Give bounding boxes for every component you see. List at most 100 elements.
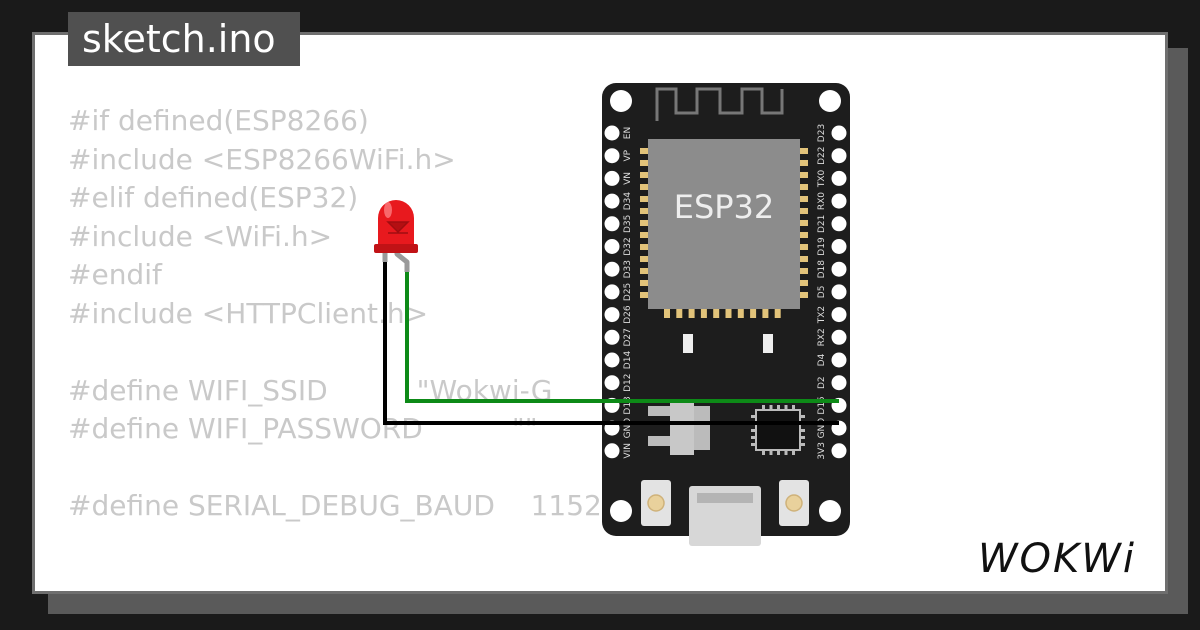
chip-pad [713, 309, 720, 318]
pin-label-d13: D13 [623, 396, 633, 414]
chip-pad [799, 232, 808, 238]
pin-hole[interactable] [604, 193, 620, 209]
esp32-chip [648, 139, 800, 309]
qfn-pad [801, 429, 805, 432]
pin-hole[interactable] [831, 443, 847, 459]
pin-hole[interactable] [604, 375, 620, 391]
chip-pad [640, 172, 649, 178]
pin-label-d25: D25 [623, 283, 633, 301]
pin-label-d14: D14 [623, 351, 633, 370]
pin-label-d23: D23 [817, 124, 827, 142]
chip-pad [640, 268, 649, 274]
pin-hole[interactable] [831, 329, 847, 345]
pin-hole[interactable] [604, 443, 620, 459]
chip-pad [640, 184, 649, 190]
mounting-hole [819, 500, 841, 522]
esp32-board[interactable]: ESP32 ENVPVND34D35D32D33D25D26D27D14D12D… [602, 83, 850, 546]
pin-hole[interactable] [831, 170, 847, 186]
pin-hole[interactable] [831, 239, 847, 254]
pin-label-tx0: TX0 [817, 169, 827, 188]
chip-pad [799, 280, 808, 286]
chip-pad [799, 196, 808, 202]
qfn-pad [769, 405, 773, 409]
mounting-hole [819, 90, 841, 112]
pin-header-left: ENVPVND34D35D32D33D25D26D27D14D12D13GNDV… [604, 125, 633, 459]
pin-hole[interactable] [831, 216, 847, 232]
qfn-pad [801, 436, 805, 439]
code-line: #include <WiFi.h> [68, 219, 333, 253]
chip-pad [799, 148, 808, 154]
pin-hole[interactable] [604, 170, 620, 186]
wokwi-logo-text: WOKWi [978, 536, 1136, 582]
pin-hole[interactable] [831, 193, 847, 209]
qfn-pad [751, 436, 755, 439]
pin-label-d35: D35 [623, 215, 633, 233]
boot-button-cap [647, 494, 665, 512]
regulator-tab [694, 406, 710, 450]
pin-hole[interactable] [604, 239, 620, 254]
pin-label-d15: D15 [817, 396, 827, 414]
pin-hole[interactable] [604, 216, 620, 232]
chip-label: ESP32 [674, 188, 775, 226]
qfn-pad [792, 451, 795, 455]
qfn-pad [762, 451, 765, 455]
qfn-pad [769, 451, 773, 455]
chip-pad [799, 220, 808, 226]
chip-pad [799, 208, 808, 214]
red-led[interactable] [374, 200, 418, 272]
chip-pad [799, 184, 808, 190]
chip-pad [688, 309, 695, 318]
voltage-regulator [670, 401, 694, 455]
ground-wire[interactable] [383, 262, 839, 425]
usb-port [697, 493, 753, 503]
pin-label-rx0: RX0 [817, 192, 827, 210]
pin-label-d21: D21 [817, 215, 827, 233]
led-die [386, 221, 410, 234]
qfn-pad [777, 451, 780, 455]
pin-label-d33: D33 [623, 260, 633, 278]
pin-hole[interactable] [604, 352, 620, 368]
pin-label-d26: D26 [623, 305, 633, 324]
antenna-trace [655, 87, 784, 121]
pin-hole[interactable] [831, 352, 847, 368]
chip-pad [664, 309, 670, 318]
chip-pad [799, 268, 808, 274]
pin-hole[interactable] [831, 125, 847, 141]
pin-hole[interactable] [604, 261, 620, 277]
smd-component [683, 334, 693, 353]
smd-component [763, 334, 773, 353]
reset-button-cap [785, 494, 803, 512]
pin-label-vn: VN [623, 172, 633, 185]
qfn-pad [751, 443, 755, 446]
regulator-pin [648, 436, 670, 446]
code-line: #elif defined(ESP32) [68, 181, 359, 214]
pin-hole[interactable] [604, 307, 620, 323]
chip-pad [799, 172, 808, 178]
pin-hole[interactable] [604, 284, 620, 300]
pin-hole[interactable] [831, 375, 847, 391]
chip-pad [640, 196, 649, 202]
pin-hole[interactable] [604, 125, 620, 141]
chip-pad [799, 160, 808, 166]
chip-pad [640, 292, 649, 298]
pin-label-rx2: RX2 [817, 328, 827, 346]
pin-label-d12: D12 [623, 374, 633, 392]
qfn-pad [784, 451, 788, 455]
pin-label-d19: D19 [817, 237, 827, 256]
code-line: #endif [68, 258, 162, 291]
pin-hole[interactable] [831, 261, 847, 277]
chip-pad [640, 160, 649, 166]
pin-hole[interactable] [831, 284, 847, 300]
chip-pad [640, 208, 649, 214]
pin-hole[interactable] [604, 148, 620, 164]
pin-label-d32: D32 [623, 237, 633, 255]
chip-pad [640, 256, 649, 262]
chip-pad [676, 309, 683, 318]
chip-pads [640, 148, 808, 318]
pin-label-gnd: GND [623, 418, 633, 439]
pin-hole[interactable] [831, 148, 847, 164]
pin-hole[interactable] [604, 329, 620, 345]
signal-wire[interactable] [405, 272, 839, 403]
file-tab[interactable]: sketch.ino [68, 12, 300, 66]
pin-hole[interactable] [831, 307, 847, 323]
